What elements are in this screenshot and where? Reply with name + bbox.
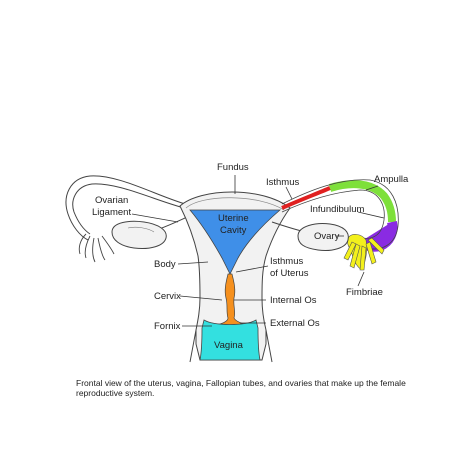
label-isthmus-of-uterus-line2: of Uterus — [270, 268, 309, 279]
label-isthmus: Isthmus — [266, 177, 300, 188]
left-fallopian-tube — [65, 175, 193, 241]
label-cervix: Cervix — [154, 291, 181, 302]
label-uterine-cavity-line2: Cavity — [220, 225, 247, 236]
label-ovary: Ovary — [314, 231, 340, 242]
vagina — [199, 319, 261, 361]
label-vagina: Vagina — [214, 340, 244, 351]
left-fimbriae — [78, 233, 115, 263]
label-uterine-cavity-line1: Uterine — [218, 213, 249, 224]
label-body: Body — [154, 259, 176, 270]
label-fundus: Fundus — [217, 162, 249, 173]
right-fimbriae — [343, 234, 385, 271]
right-tube-isthmus — [281, 186, 331, 210]
label-ampulla: Ampulla — [374, 174, 409, 185]
label-ovarian-ligament-line1: Ovarian — [95, 195, 128, 206]
label-internal-os: Internal Os — [270, 295, 317, 306]
label-infundibulum: Infundibulum — [310, 204, 364, 215]
label-external-os: External Os — [270, 318, 320, 329]
left-ovary — [111, 220, 167, 249]
label-ovarian-ligament-line2: Ligament — [92, 207, 131, 218]
figure-caption: Frontal view of the uterus, vagina, Fall… — [76, 378, 406, 398]
left-fallopian-tube-inner — [72, 183, 193, 235]
label-isthmus-of-uterus-line1: Isthmus — [270, 256, 304, 267]
leader-lines — [131, 175, 385, 327]
label-fimbriae: Fimbriae — [346, 287, 383, 298]
right-ovary — [297, 223, 349, 251]
right-tube-ampulla — [328, 180, 396, 223]
label-fornix: Fornix — [154, 321, 181, 332]
